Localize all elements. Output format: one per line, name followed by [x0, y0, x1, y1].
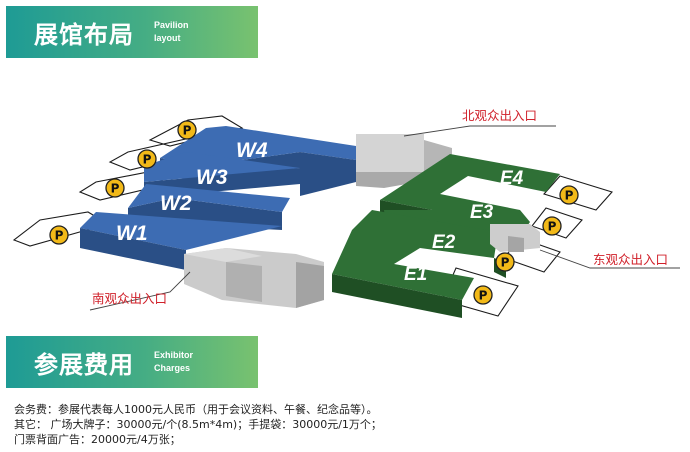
charges-line-other: 其它： 广场大牌子：30000元/个(8.5m*4m)；手提袋：30000元/1… — [14, 418, 382, 431]
east-entrance-label: 东观众出入口 — [593, 252, 668, 267]
hall-w1: W1 — [80, 212, 282, 270]
exhibitor-charges-subtitle-line2: Charges — [154, 363, 191, 373]
parking-icon-label: P — [479, 289, 488, 303]
hall-label-e2: E2 — [432, 232, 456, 253]
parking-icon-label: P — [183, 124, 192, 138]
parking-icon: P — [105, 178, 125, 198]
pavilion-map: W4 W3 W2 W1 E4 E3 E2 E — [12, 108, 680, 318]
parking-icon: P — [559, 185, 579, 205]
east-entrance-building — [490, 224, 540, 252]
exhibitor-charges-banner: 参展费用 Exhibitor Charges — [6, 336, 258, 388]
exhibitor-charges-subtitle-line1: Exhibitor — [154, 350, 194, 360]
charges-text: 会务费：参展代表每人1000元人民币（用于会议资料、午餐、纪念品等）。 其它： … — [14, 402, 382, 447]
charges-line-ticket-ad: 门票背面广告：20000元/4万张； — [14, 433, 181, 446]
parking-icon: P — [49, 225, 69, 245]
parking-icon-label: P — [501, 256, 510, 270]
south-entrance-building — [184, 248, 324, 308]
parking-icon-label: P — [111, 182, 120, 196]
hall-label-w2: W2 — [160, 192, 192, 215]
parking-icon: P — [137, 149, 157, 169]
pavilion-layout-subtitle-line2: layout — [154, 33, 181, 43]
south-entrance-label: 南观众出入口 — [92, 291, 167, 306]
parking-icon: P — [495, 252, 515, 272]
parking-icon: P — [177, 120, 197, 140]
hall-label-e3: E3 — [470, 202, 494, 223]
charges-line-registration: 会务费：参展代表每人1000元人民币（用于会议资料、午餐、纪念品等）。 — [14, 403, 378, 416]
parking-icon-label: P — [548, 220, 557, 234]
pavilion-layout-subtitle: Pavilion layout — [154, 19, 189, 45]
hall-e2-e1: E2 E1 — [332, 210, 506, 318]
hall-label-w1: W1 — [116, 222, 148, 245]
parking-icon: P — [473, 285, 493, 305]
north-entrance-label: 北观众出入口 — [462, 108, 537, 123]
hall-label-e1: E1 — [404, 264, 427, 285]
pavilion-layout-title: 展馆布局 — [34, 20, 134, 49]
pavilion-layout-subtitle-line1: Pavilion — [154, 20, 189, 30]
parking-markers: P P P P P P P P — [49, 120, 579, 305]
parking-icon-label: P — [55, 229, 64, 243]
hall-label-e4: E4 — [500, 168, 524, 189]
east-entrance-leader — [539, 249, 680, 269]
exhibitor-charges-subtitle: Exhibitor Charges — [154, 349, 193, 375]
parking-icon: P — [542, 216, 562, 236]
hall-label-w3: W3 — [196, 166, 228, 189]
exhibitor-charges-title: 参展费用 — [34, 350, 134, 379]
north-entrance-leader — [403, 125, 556, 137]
parking-icon-label: P — [565, 189, 574, 203]
south-entrance-leader — [89, 271, 191, 311]
hall-label-w4: W4 — [236, 139, 268, 162]
pavilion-layout-banner: 展馆布局 Pavilion layout — [6, 6, 258, 58]
parking-icon-label: P — [143, 153, 152, 167]
